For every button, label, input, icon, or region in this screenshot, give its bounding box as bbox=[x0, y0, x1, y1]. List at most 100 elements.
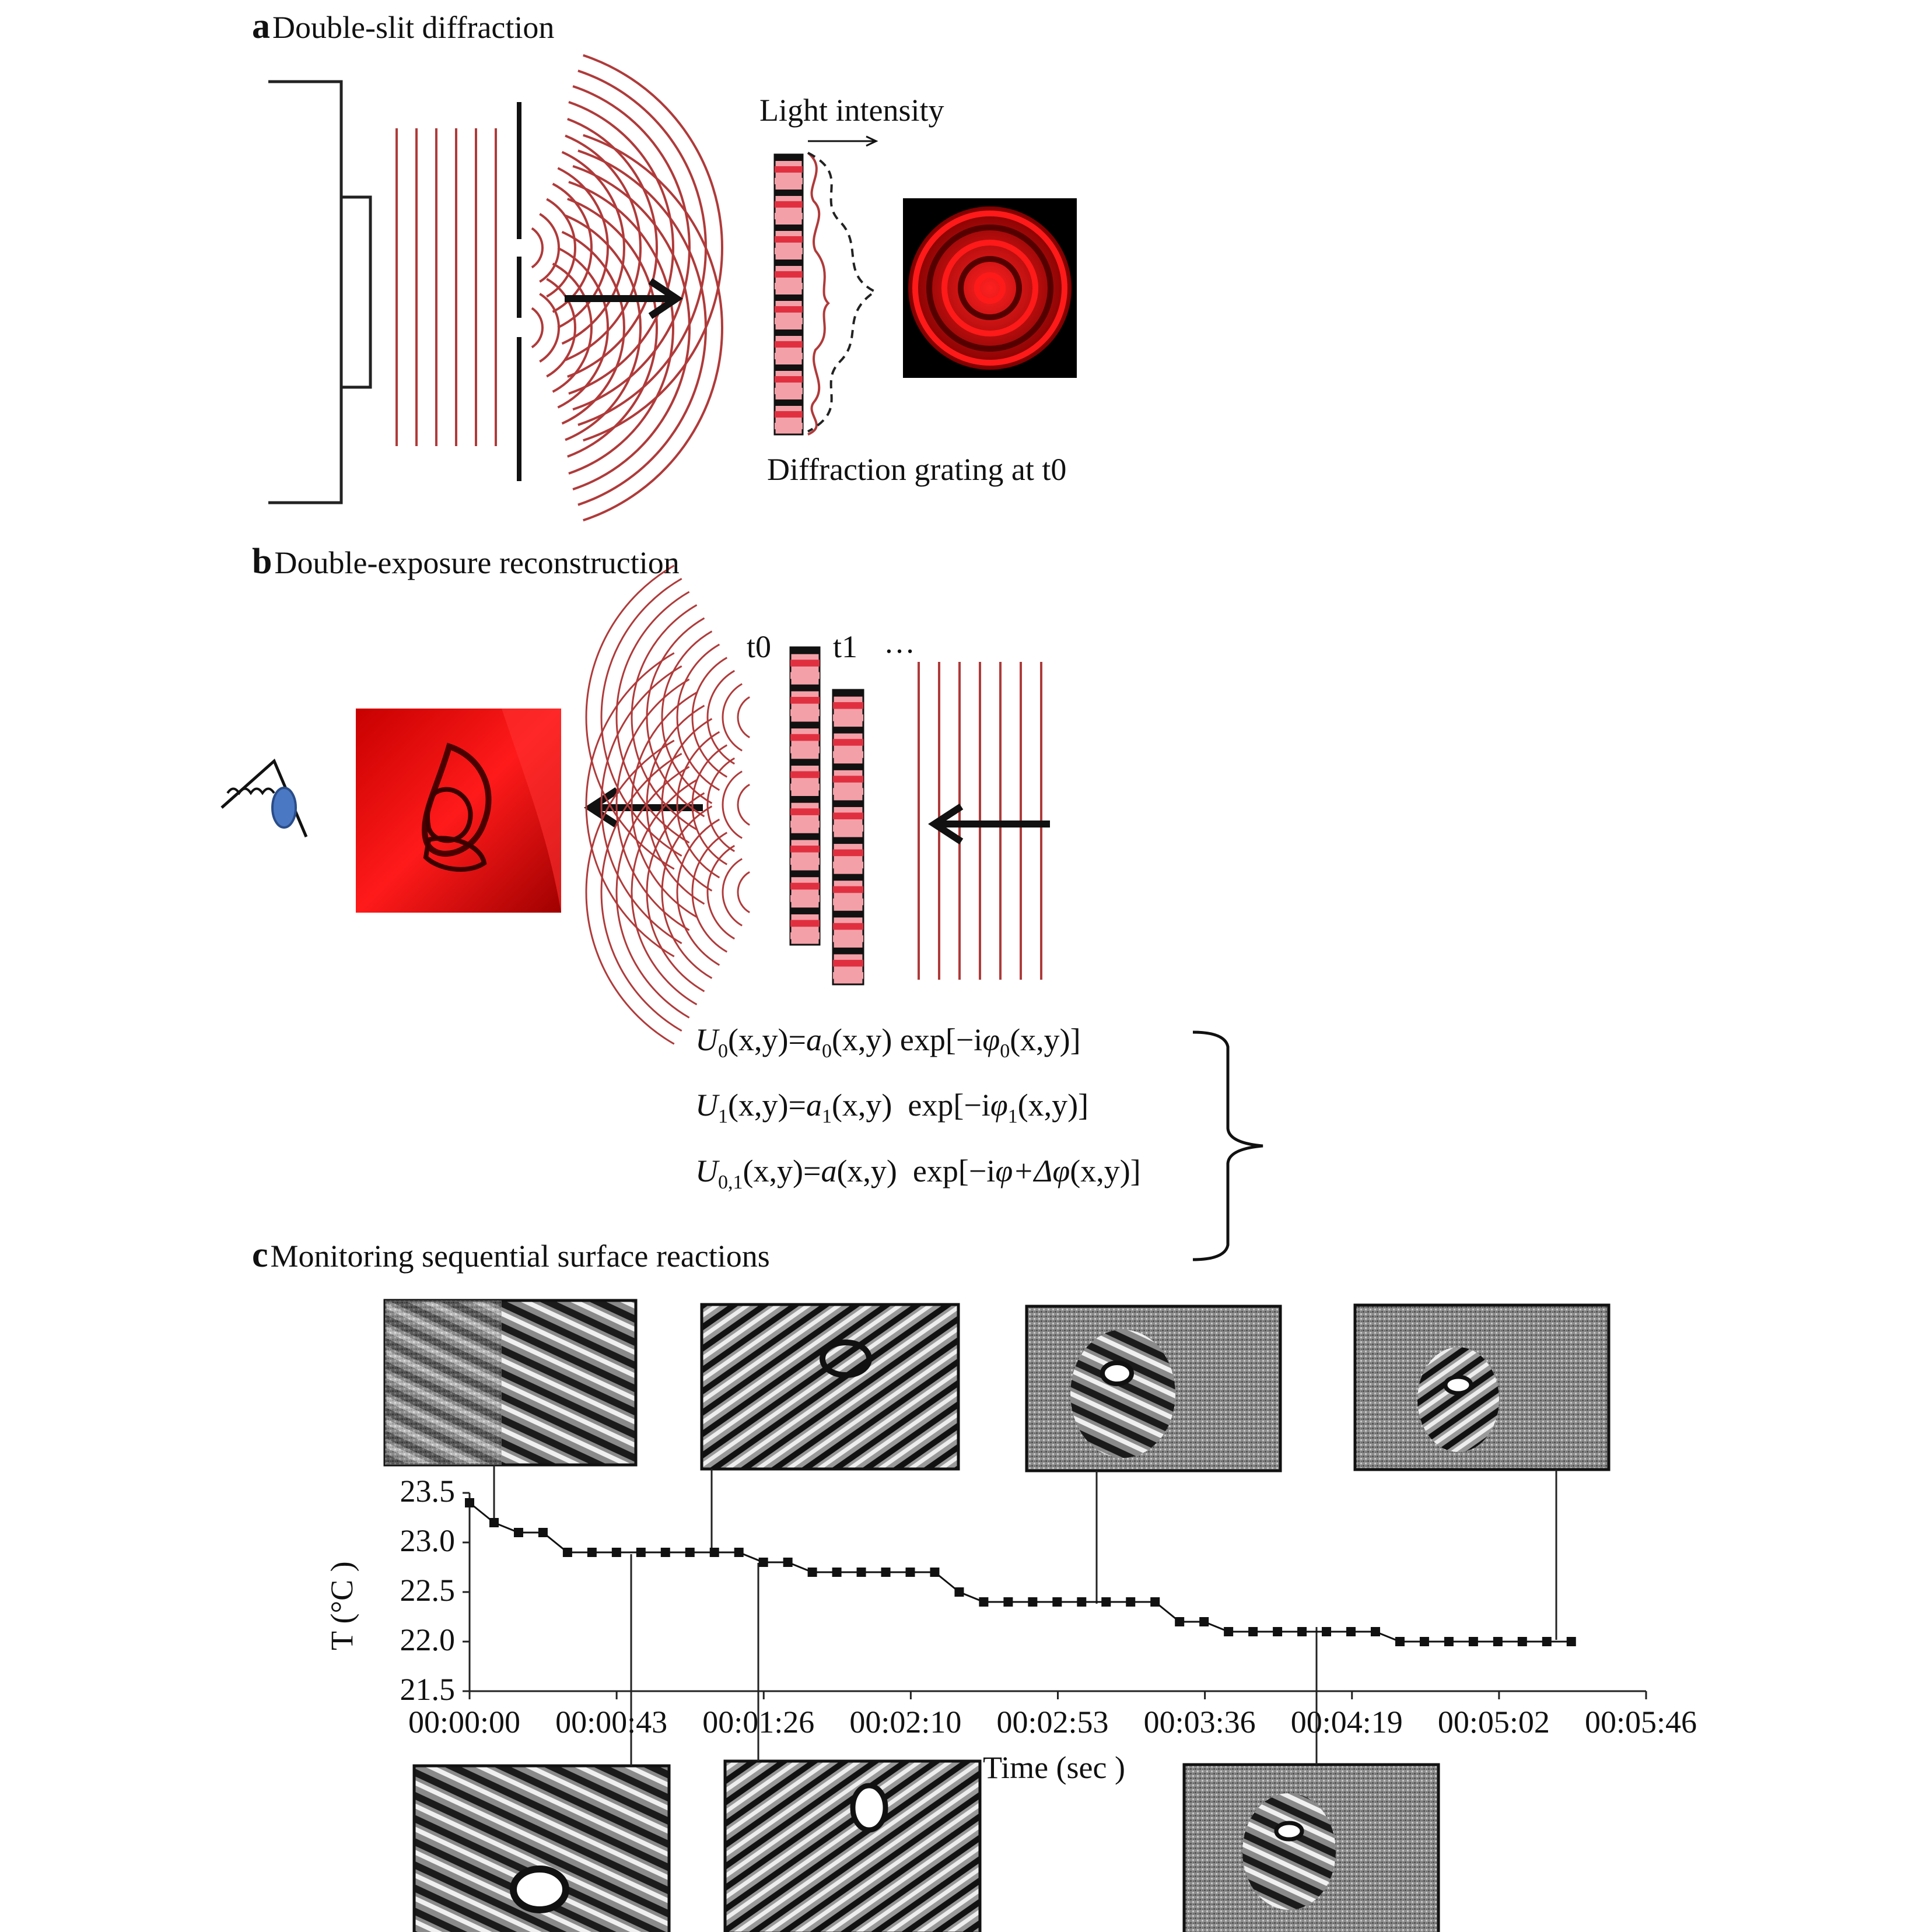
data-point bbox=[1542, 1637, 1552, 1646]
fringe-thumbnail-top-1 bbox=[383, 1299, 638, 1467]
light-intensity-label: Light intensity bbox=[759, 93, 944, 128]
grating-band bbox=[833, 935, 863, 942]
fringe-thumbnail-bottom-2 bbox=[723, 1759, 982, 1932]
data-point bbox=[881, 1568, 891, 1577]
grating-band bbox=[775, 388, 803, 394]
wave-arc bbox=[577, 149, 707, 506]
panel-b-title: Double-exposure reconstruction bbox=[274, 545, 680, 580]
grating-band bbox=[775, 399, 803, 406]
grating-band bbox=[833, 898, 863, 906]
data-point bbox=[513, 1528, 523, 1537]
grating-band bbox=[790, 882, 820, 890]
ring bbox=[912, 211, 1067, 366]
panel-a-title: Double-slit diffraction bbox=[272, 10, 555, 45]
y-tick-label: 23.5 bbox=[400, 1474, 456, 1509]
grating-band bbox=[775, 201, 803, 208]
wave-arc bbox=[691, 832, 728, 953]
grating-band bbox=[790, 907, 820, 914]
y-tick-label: 22.5 bbox=[400, 1573, 456, 1608]
data-point bbox=[1003, 1597, 1013, 1607]
reconstructed-wavefront bbox=[585, 564, 750, 1045]
grating-band bbox=[775, 341, 803, 348]
fringe-thumbnail-top-2 bbox=[700, 1303, 960, 1471]
panel-a-letter: a bbox=[252, 6, 270, 46]
grating-band bbox=[790, 647, 820, 654]
grating-band bbox=[833, 812, 863, 819]
formula-u01: U0,1(x,y)=a(x,y) exp[−iφ+Δφ(x,y)] bbox=[695, 1153, 1141, 1193]
data-point bbox=[1101, 1597, 1111, 1607]
grating-band bbox=[775, 423, 803, 429]
wave-arc bbox=[565, 134, 642, 362]
wave-arc bbox=[737, 696, 750, 739]
formula-u1: U1(x,y)=a1(x,y) exp[−iφ1(x,y)] bbox=[695, 1088, 1089, 1127]
data-point bbox=[465, 1498, 474, 1507]
grating-band bbox=[790, 821, 820, 828]
grating-band bbox=[833, 702, 863, 709]
reconstructed-hologram-image bbox=[356, 709, 561, 913]
wave-arc bbox=[567, 118, 658, 378]
data-point bbox=[1150, 1597, 1160, 1607]
wave-arc bbox=[600, 578, 682, 857]
grating-band bbox=[790, 697, 820, 704]
x-tick-label: 00:00:00 bbox=[408, 1705, 521, 1740]
data-point bbox=[1468, 1637, 1478, 1646]
data-point bbox=[856, 1568, 866, 1577]
grating-band bbox=[833, 886, 863, 893]
data-point bbox=[1322, 1627, 1332, 1636]
wave-arc bbox=[546, 278, 576, 378]
grating-strip-t0 bbox=[789, 646, 821, 946]
grating-band bbox=[790, 932, 820, 939]
data-point bbox=[783, 1558, 793, 1567]
grating-band bbox=[833, 874, 863, 881]
grating-band bbox=[775, 166, 803, 173]
grating-band bbox=[775, 190, 803, 196]
panel-c-header: c Monitoring sequential surface reaction… bbox=[252, 1235, 770, 1276]
data-point bbox=[930, 1568, 940, 1577]
grating-band bbox=[833, 690, 863, 697]
wave-arc bbox=[552, 262, 593, 393]
wave-arc bbox=[531, 227, 544, 269]
intensity-profile bbox=[807, 135, 878, 436]
data-point bbox=[954, 1587, 964, 1597]
grating-band bbox=[775, 294, 803, 301]
panel-c-title: Monitoring sequential surface reactions bbox=[270, 1239, 770, 1274]
grating-band bbox=[775, 353, 803, 359]
x-axis-ticks bbox=[468, 1691, 1647, 1699]
grating-band bbox=[775, 178, 803, 184]
wave-arc bbox=[722, 683, 743, 752]
data-point bbox=[1028, 1597, 1038, 1607]
grating-band bbox=[833, 800, 863, 807]
data-point bbox=[587, 1548, 597, 1557]
grating-band bbox=[790, 771, 820, 779]
grating-band bbox=[775, 260, 803, 266]
ring bbox=[958, 256, 1022, 320]
data-point bbox=[1566, 1637, 1576, 1646]
data-point bbox=[1493, 1637, 1503, 1646]
wave-arc bbox=[583, 54, 723, 442]
y-tick-label: 22.0 bbox=[400, 1622, 456, 1657]
grating-band bbox=[790, 672, 820, 679]
grating-band bbox=[790, 846, 820, 853]
wave-arc bbox=[583, 134, 724, 522]
x-tick-label: 00:00:43 bbox=[555, 1705, 668, 1740]
grating-band bbox=[790, 833, 820, 840]
wave-arc bbox=[585, 564, 675, 870]
wave-arc bbox=[722, 770, 743, 839]
grating-band bbox=[790, 746, 820, 753]
grating-band bbox=[775, 213, 803, 219]
ring-glow bbox=[908, 206, 1072, 370]
data-point bbox=[1444, 1637, 1454, 1646]
grating-band bbox=[775, 411, 803, 418]
panel-c-chart bbox=[383, 1299, 1647, 1932]
grating-band bbox=[775, 283, 803, 289]
panel-c-letter: c bbox=[252, 1235, 268, 1275]
grating-band bbox=[775, 364, 803, 371]
wave-arc bbox=[661, 805, 713, 979]
grating-band bbox=[790, 808, 820, 815]
panel-a-diagram bbox=[268, 54, 1077, 522]
formula-brace bbox=[1192, 1030, 1263, 1261]
ring bbox=[974, 272, 1006, 304]
grating-band bbox=[833, 837, 863, 844]
data-point bbox=[538, 1528, 548, 1537]
grating-band bbox=[833, 947, 863, 955]
